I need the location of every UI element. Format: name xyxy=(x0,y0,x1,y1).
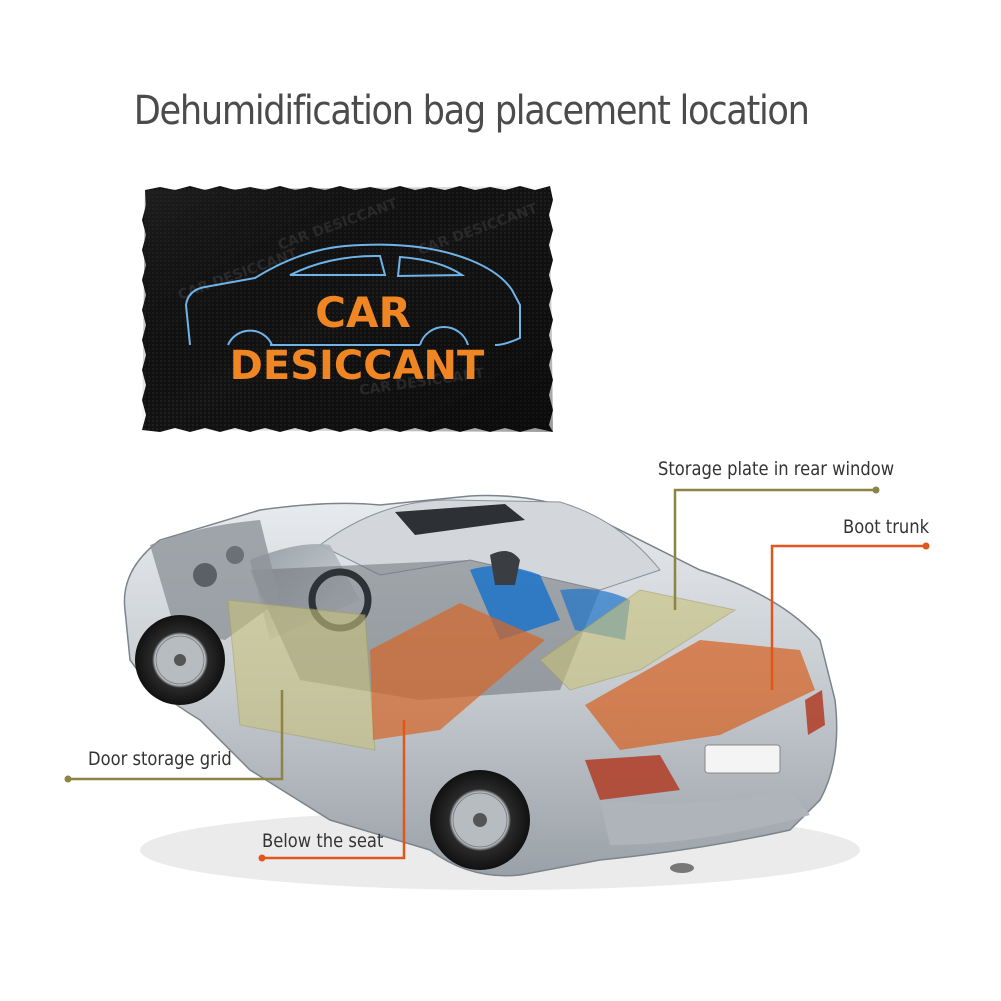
tail-light xyxy=(585,755,680,800)
below-seat-zone xyxy=(370,603,545,740)
door-storage-zone xyxy=(227,599,376,751)
sunroof xyxy=(395,504,525,535)
door-grid-leader xyxy=(68,690,284,781)
callout-door-grid: Door storage grid xyxy=(88,748,232,770)
rear-wheel-icon xyxy=(430,770,530,870)
bag-label-car: CAR xyxy=(315,288,411,337)
car-outline-icon xyxy=(184,243,521,346)
rear-window-leader xyxy=(673,488,876,610)
callout-rear-window: Storage plate in rear window xyxy=(658,458,895,480)
front-wheel-icon xyxy=(135,615,225,705)
boot-trunk-leader xyxy=(770,544,926,690)
bag-label-desiccant: DESICCANT xyxy=(230,343,485,389)
boot-trunk-zone xyxy=(585,640,815,750)
desiccant-bag-image: CAR DESICCANT CAR DESICCANT CAR DESICCAN… xyxy=(142,186,553,432)
callout-below-seat: Below the seat xyxy=(262,830,384,852)
below-seat-leader xyxy=(262,720,406,860)
page-title: Dehumidification bag placement location xyxy=(133,88,810,134)
callout-boot-trunk: Boot trunk xyxy=(843,516,930,538)
rear-window-zone xyxy=(539,589,737,691)
license-plate xyxy=(704,744,781,774)
